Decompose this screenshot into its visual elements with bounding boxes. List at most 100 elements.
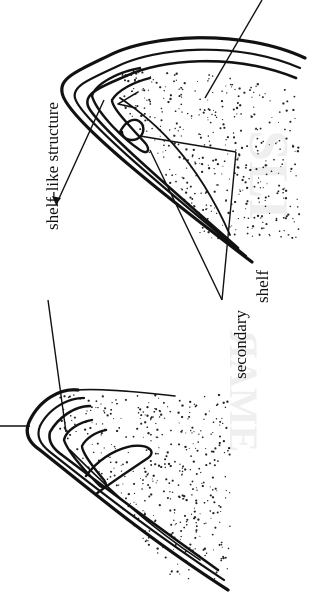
stipple-dot — [153, 515, 154, 516]
stipple-dot — [283, 198, 284, 199]
stipple-dot — [223, 127, 225, 129]
stipple-dot — [253, 217, 255, 219]
stipple-dot — [206, 204, 208, 206]
stipple-dot — [122, 74, 124, 76]
stipple-dot — [158, 465, 160, 467]
stipple-dot — [202, 436, 204, 438]
stipple-dot — [195, 406, 197, 408]
lower-cusp-top-edge — [78, 389, 175, 396]
stipple-dot — [104, 412, 106, 414]
stipple-dot — [262, 166, 264, 168]
stipple-dot — [239, 190, 241, 192]
stipple-dot — [129, 113, 131, 115]
stipple-dot — [280, 236, 282, 238]
stipple-dot — [200, 513, 201, 514]
stipple-dot — [214, 114, 216, 116]
stipple-dot — [284, 89, 286, 91]
stipple-dot — [179, 574, 180, 575]
stipple-dot — [240, 113, 242, 115]
stipple-dot — [160, 136, 161, 137]
stipple-dot — [242, 190, 243, 191]
stipple-dot — [166, 175, 167, 176]
stipple-dot — [134, 79, 136, 81]
stipple-dot — [199, 109, 201, 111]
stipple-dot — [121, 492, 122, 493]
stipple-dot — [211, 211, 212, 212]
stipple-dot — [138, 407, 140, 409]
stipple-dot — [146, 406, 148, 408]
stipple-dot — [190, 430, 191, 431]
stipple-dot — [193, 443, 194, 444]
stipple-dot — [146, 100, 147, 101]
stipple-dot — [246, 145, 248, 147]
stipple-dot — [195, 529, 197, 531]
stipple-dot — [164, 463, 166, 465]
stipple-dot — [219, 522, 220, 523]
stipple-dot — [150, 434, 152, 436]
stipple-dot — [257, 215, 259, 217]
stipple-dot — [237, 157, 238, 158]
stipple-dot — [297, 146, 299, 148]
stipple-dot — [214, 459, 216, 461]
stipple-dot — [226, 92, 227, 93]
stipple-dot — [233, 108, 235, 110]
stipple-dot — [228, 447, 230, 449]
stipple-dot — [198, 468, 200, 470]
stipple-dot — [186, 524, 188, 526]
stipple-dot — [63, 395, 65, 397]
stipple-dot — [159, 416, 160, 417]
stipple-dot — [180, 103, 182, 105]
stipple-dot — [237, 102, 239, 104]
stipple-dot — [275, 143, 277, 145]
stipple-dot — [282, 159, 284, 161]
stipple-dot — [234, 201, 236, 203]
stipple-dot — [158, 447, 159, 448]
stipple-dot — [178, 88, 179, 89]
stipple-dot — [209, 141, 210, 142]
stipple-dot — [191, 198, 193, 200]
stipple-dot — [193, 205, 195, 207]
stipple-dot — [209, 510, 211, 512]
stipple-dot — [195, 548, 196, 549]
stipple-dot — [167, 451, 169, 453]
stipple-dot — [214, 168, 215, 169]
stipple-dot — [220, 506, 222, 508]
stipple-dot — [177, 412, 179, 414]
stipple-dot — [186, 188, 188, 190]
stipple-dot — [124, 79, 126, 81]
stipple-dot — [257, 150, 259, 152]
stipple-dot — [279, 148, 281, 150]
stipple-dot — [143, 411, 145, 413]
stipple-dot — [287, 213, 289, 215]
stipple-dot — [217, 460, 219, 462]
stipple-dot — [276, 192, 278, 194]
stipple-dot — [269, 121, 271, 123]
stipple-dot — [215, 159, 217, 161]
stipple-dot — [284, 230, 285, 231]
stipple-dot — [100, 403, 101, 404]
stipple-dot — [210, 494, 212, 496]
stipple-dot — [92, 444, 93, 445]
stipple-dot — [121, 470, 122, 471]
stipple-dot — [159, 86, 161, 88]
stipple-dot — [124, 476, 125, 477]
stipple-dot — [197, 81, 198, 82]
stipple-dot — [151, 416, 153, 418]
stipple-dot — [147, 484, 149, 486]
stipple-dot — [222, 557, 224, 559]
stipple-dot — [163, 144, 165, 146]
stipple-dot — [245, 203, 247, 205]
stipple-dot — [219, 435, 221, 437]
stipple-dot — [205, 413, 207, 415]
stipple-dot — [153, 79, 154, 80]
stipple-dot — [181, 404, 183, 406]
stipple-dot — [269, 213, 270, 214]
stipple-dot — [191, 514, 192, 515]
stipple-dot — [216, 184, 217, 185]
stipple-dot — [225, 476, 226, 477]
stipple-dot — [236, 107, 238, 109]
lower-cusp-second-line — [38, 398, 224, 580]
stipple-dot — [136, 105, 138, 107]
stipple-dot — [294, 221, 295, 222]
stipple-dot — [161, 108, 163, 110]
